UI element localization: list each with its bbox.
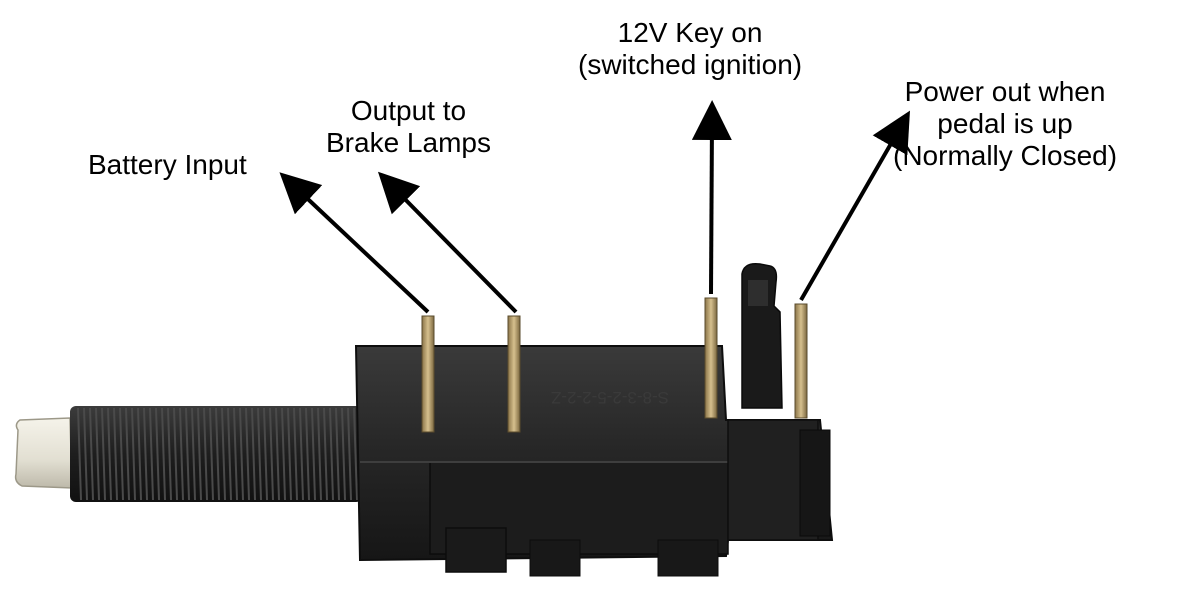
thread-ridge bbox=[251, 407, 256, 501]
thread-ridge bbox=[215, 407, 220, 501]
thread-ridge bbox=[77, 407, 82, 501]
thread-ridge bbox=[269, 407, 274, 501]
thread-ridge bbox=[179, 407, 184, 501]
thread-ridge bbox=[245, 407, 250, 501]
thread-ridge bbox=[323, 407, 328, 501]
output-to-brake-lamps-label: Output to Brake Lamps bbox=[326, 95, 491, 159]
thread-ridge bbox=[155, 407, 160, 501]
thread-ridge bbox=[209, 407, 214, 501]
thread-ridge bbox=[221, 407, 226, 501]
thread-ridge bbox=[131, 407, 136, 501]
thread-ridge bbox=[353, 407, 358, 501]
thread-ridge bbox=[227, 407, 232, 501]
thread-ridge bbox=[137, 407, 142, 501]
thread-ridge bbox=[167, 407, 172, 501]
actuator-tab bbox=[741, 262, 783, 409]
plunger-cap bbox=[14, 417, 73, 489]
thread-ridge bbox=[185, 407, 190, 501]
thread-ridge bbox=[287, 407, 292, 501]
arrow-brake-lamps bbox=[377, 171, 518, 314]
thread-ridge bbox=[149, 407, 154, 501]
key-on-line-2: (switched ignition) bbox=[578, 49, 803, 80]
thread-ridge bbox=[263, 407, 268, 501]
output-line-2: Brake Lamps bbox=[326, 127, 491, 158]
thread-ridge bbox=[233, 407, 238, 501]
terminal-brake-lamps bbox=[507, 315, 521, 433]
thread-ridge bbox=[197, 407, 202, 501]
thread-ridge bbox=[173, 407, 178, 501]
thread-ridge bbox=[329, 407, 334, 501]
thread-ridge bbox=[299, 407, 304, 501]
battery-input-label: Battery Input bbox=[88, 149, 247, 181]
terminal-power-out bbox=[794, 303, 808, 419]
thread-ridge bbox=[293, 407, 298, 501]
key-on-label: 12V Key on (switched ignition) bbox=[578, 17, 802, 81]
power-out-line-2: pedal is up bbox=[937, 108, 1073, 139]
thread-ridge bbox=[281, 407, 286, 501]
thread-ridge bbox=[305, 407, 310, 501]
thread-ridge bbox=[311, 407, 316, 501]
thread-ridge bbox=[119, 407, 124, 501]
terminal-battery-input bbox=[421, 315, 435, 433]
thread-ridge bbox=[143, 407, 148, 501]
thread-ridge bbox=[317, 407, 322, 501]
thread-ridge bbox=[275, 407, 280, 501]
thread-ridge bbox=[89, 407, 94, 501]
power-out-line-3: (Normally Closed) bbox=[893, 140, 1118, 171]
thread-ridge bbox=[203, 407, 208, 501]
power-out-label: Power out when pedal is up (Normally Clo… bbox=[893, 76, 1117, 172]
thread-ridge bbox=[83, 407, 88, 501]
threaded-barrel bbox=[70, 406, 362, 502]
thread-ridge bbox=[239, 407, 244, 501]
thread-ridge bbox=[95, 407, 100, 501]
thread-ridge bbox=[107, 407, 112, 501]
power-out-line-1: Power out when bbox=[904, 76, 1106, 107]
arrow-key-on bbox=[691, 100, 732, 295]
thread-ridge bbox=[125, 407, 130, 501]
thread-ridge bbox=[101, 407, 106, 501]
terminal-key-on bbox=[704, 297, 718, 419]
arrow-power-out bbox=[799, 110, 910, 301]
output-line-1: Output to bbox=[350, 95, 467, 126]
thread-ridge bbox=[161, 407, 166, 501]
housing-embossed-text: S-8-3-2-5-2-2-Z bbox=[551, 388, 669, 407]
thread-ridge bbox=[113, 407, 118, 501]
arrow-battery-input bbox=[279, 172, 430, 314]
key-on-line-1: 12V Key on bbox=[617, 17, 763, 48]
thread-ridge bbox=[191, 407, 196, 501]
thread-ridge bbox=[341, 407, 346, 501]
thread-ridge bbox=[257, 407, 262, 501]
thread-ridge bbox=[335, 407, 340, 501]
battery-input-line-1: Battery Input bbox=[88, 149, 247, 180]
thread-ridge bbox=[347, 407, 352, 501]
